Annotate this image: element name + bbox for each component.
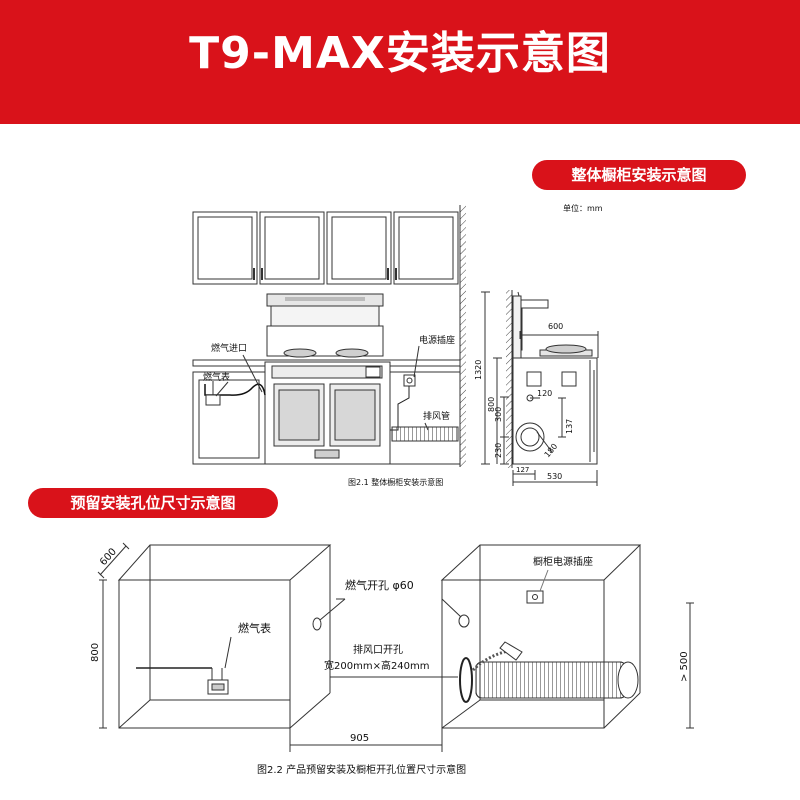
dim-905-width: 905 [350,733,369,744]
exhaust-pipe-label: 排风管 [423,410,450,422]
dim-800: 800 [487,397,496,412]
dim-137: 137 [565,419,574,434]
dim-230: 230 [494,443,503,458]
dim-530: 530 [547,472,562,481]
dim-1320: 1320 [474,360,483,380]
exhaust-hole-label: 排风口开孔 [353,643,403,656]
header-banner: T9-MAX安装示意图 [0,0,800,124]
dim-300: 300 [494,407,503,422]
reserved-hole-diagram [97,542,694,752]
exhaust-hole-size: 宽200mm×高240mm [324,659,430,672]
cabinet-front-view [192,205,466,467]
gas-hole-label: 燃气开孔 φ60 [345,578,414,592]
dim-500-min: > 500 [679,651,690,682]
power-socket-label: 电源插座 [419,334,455,346]
gas-meter-label: 燃气表 [203,371,230,383]
page-title: T9-MAX安装示意图 [189,28,611,79]
gas-meter-label-2: 燃气表 [238,621,271,635]
section2-title-badge: 预留安装孔位尺寸示意图 [28,488,278,518]
figure-2-2-caption: 图2.2 产品预留安装及橱柜开孔位置尺寸示意图 [257,763,466,776]
cabinet-socket-label: 橱柜电源插座 [533,555,593,568]
dim-600-side: 600 [548,322,563,331]
cabinet-side-view [481,290,599,486]
section1-title-badge: 整体橱柜安装示意图 [532,160,746,190]
dim-120: 120 [537,389,552,398]
dim-800-height: 800 [90,643,101,662]
gas-inlet-label: 燃气进口 [211,342,247,354]
dim-600-depth: 600 [98,546,119,568]
figure-2-1-caption: 图2.1 整体橱柜安装示意图 [348,477,443,487]
unit-label: 单位：mm [563,203,603,213]
dim-127: 127 [516,466,529,474]
